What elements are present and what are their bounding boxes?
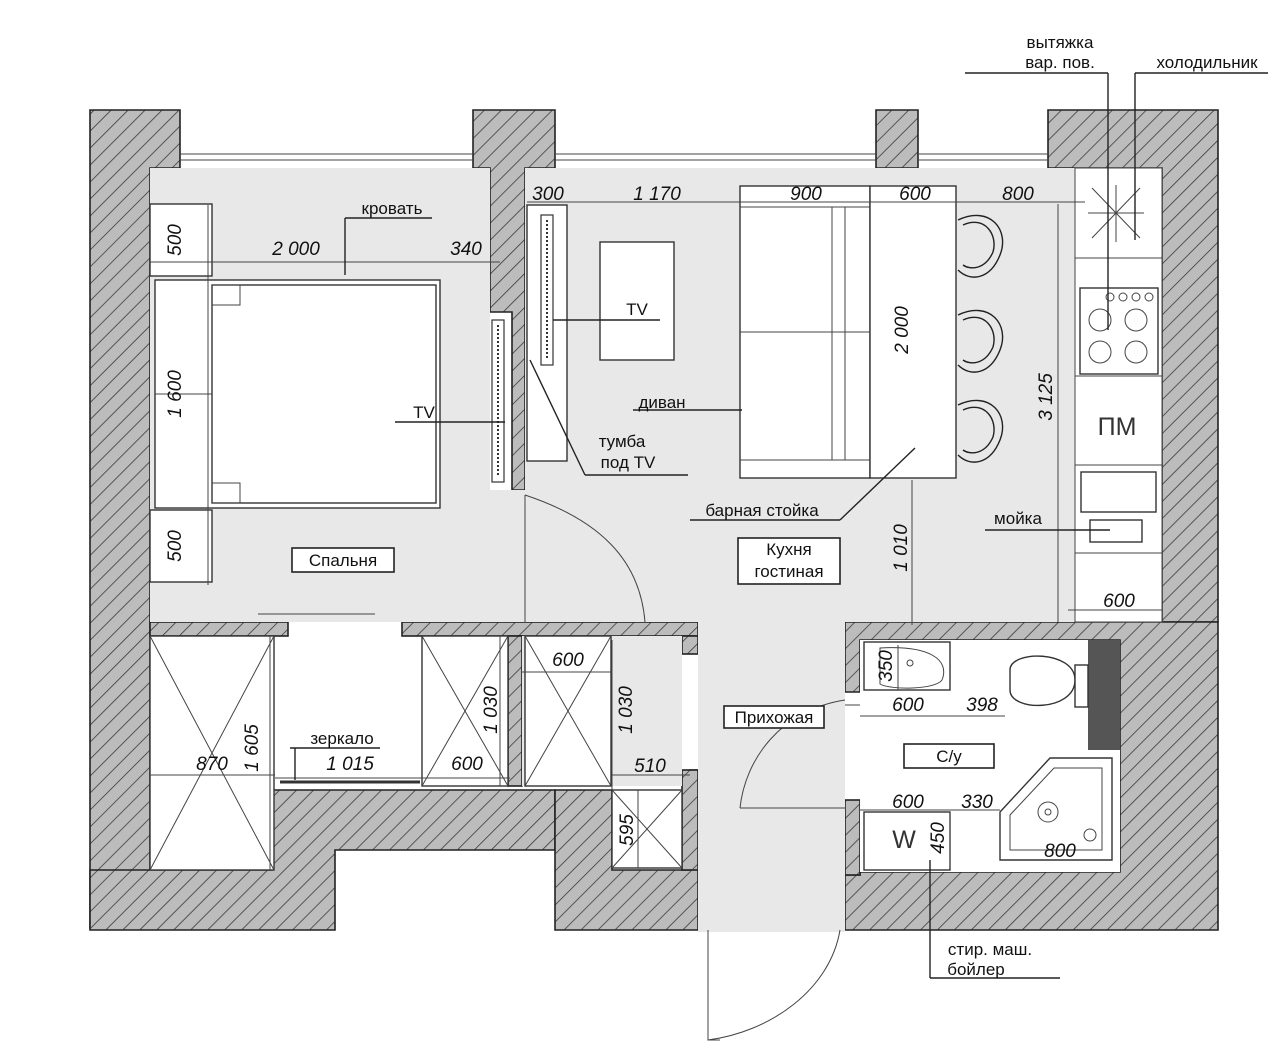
bed-label: кровать	[362, 199, 423, 218]
dim-washbasin-depth: 350	[876, 650, 897, 682]
dim-bed-length: 2 000	[271, 239, 320, 260]
hall-room-name: Прихожая	[735, 708, 814, 727]
dim-living-span: 1 170	[633, 184, 681, 205]
dim-wardrobe-mid-depth: 1 030	[481, 686, 502, 734]
bedroom-room-name: Спальня	[309, 551, 377, 570]
coffee-table	[599, 241, 675, 361]
dim-nightstand-top: 500	[165, 224, 186, 256]
dim-closet-depth: 595	[617, 814, 638, 846]
bathroom-room-name: С/у	[936, 747, 962, 766]
dim-washbasin-width: 600	[892, 695, 924, 716]
dim-washer-gap: 330	[961, 792, 993, 813]
dim-kitchen-cabinet: 600	[1103, 591, 1135, 612]
dim-bar-gap: 800	[1002, 184, 1034, 205]
dim-bed-gap: 340	[450, 239, 482, 260]
bedroom-label-box	[291, 547, 395, 573]
dim-kitchen-depth: 3 125	[1036, 373, 1057, 421]
mirror-label: зеркало	[310, 729, 373, 748]
nightstand-top	[149, 203, 213, 277]
washer-label-1: стир. маш.	[948, 940, 1032, 959]
hall-label-box	[723, 705, 825, 729]
dim-wardrobe-hall-depth: 1 030	[616, 686, 637, 734]
tv-living-label: TV	[626, 300, 648, 319]
dim-wardrobe-mid-width: 600	[451, 754, 483, 775]
hob-label: вар. пов.	[1025, 53, 1095, 72]
bar-stools	[957, 214, 1004, 463]
tv-stand-label-2: под TV	[601, 453, 656, 472]
kitchen-label-box	[737, 537, 841, 585]
washbasin	[863, 641, 951, 691]
living-furniture	[526, 185, 1162, 554]
nightstand-bottom	[149, 509, 213, 583]
wardrobes	[149, 635, 683, 871]
kitchen-room-name-1: Кухня	[766, 540, 812, 559]
dim-closet-width: 510	[634, 756, 666, 777]
dim-wardrobe-left-width: 870	[196, 754, 228, 775]
leader-lines	[290, 72, 1268, 979]
dim-shower-width: 800	[1044, 841, 1076, 862]
dim-bed-width: 1 600	[165, 370, 186, 418]
dim-washer-width: 600	[892, 792, 924, 813]
sofa-label: диван	[638, 393, 685, 412]
kitchen-counter	[1074, 167, 1163, 623]
walls	[89, 109, 1219, 931]
dim-wardrobe-hall-width: 600	[552, 650, 584, 671]
sink	[1089, 519, 1143, 543]
tv-stand-label-1: тумба	[599, 432, 646, 451]
dimension-lines	[150, 201, 1162, 870]
dim-tv-stand-depth: 300	[532, 184, 564, 205]
kitchen-room-name-2: гостиная	[754, 562, 823, 581]
dim-wardrobe-left-depth: 1 605	[242, 724, 263, 772]
fridge-label: холодильник	[1156, 53, 1258, 72]
hood-label: вытяжка	[1027, 33, 1094, 52]
dishwasher-label: ПМ	[1098, 413, 1137, 441]
kitchen-appliances	[1075, 185, 1162, 554]
dim-washer-depth: 450	[928, 822, 949, 854]
bar-counter-label: барная стойка	[705, 501, 819, 520]
dim-wc-gap: 398	[966, 695, 998, 716]
dim-bar-width: 600	[899, 184, 931, 205]
tv-bedroom-label: TV	[413, 403, 435, 422]
hob	[1079, 287, 1159, 375]
plan-text: вытяжка вар. пов. холодильник кровать TV…	[165, 33, 1258, 979]
bar-counter	[869, 185, 957, 479]
dim-sofa-width: 900	[790, 184, 822, 205]
dim-bar-to-wall: 1 010	[891, 524, 912, 572]
bedroom-furniture	[149, 203, 441, 615]
washer-label-2: бойлер	[947, 960, 1005, 979]
dim-nightstand-bottom: 500	[165, 530, 186, 562]
dim-mirror-width: 1 015	[326, 754, 374, 775]
sink-label: мойка	[994, 509, 1042, 528]
windows	[180, 153, 1048, 161]
bathroom-label-box	[903, 743, 995, 769]
dim-bar-length: 2 000	[892, 306, 913, 355]
toilet	[1009, 655, 1076, 707]
washer-symbol: W	[892, 826, 916, 854]
